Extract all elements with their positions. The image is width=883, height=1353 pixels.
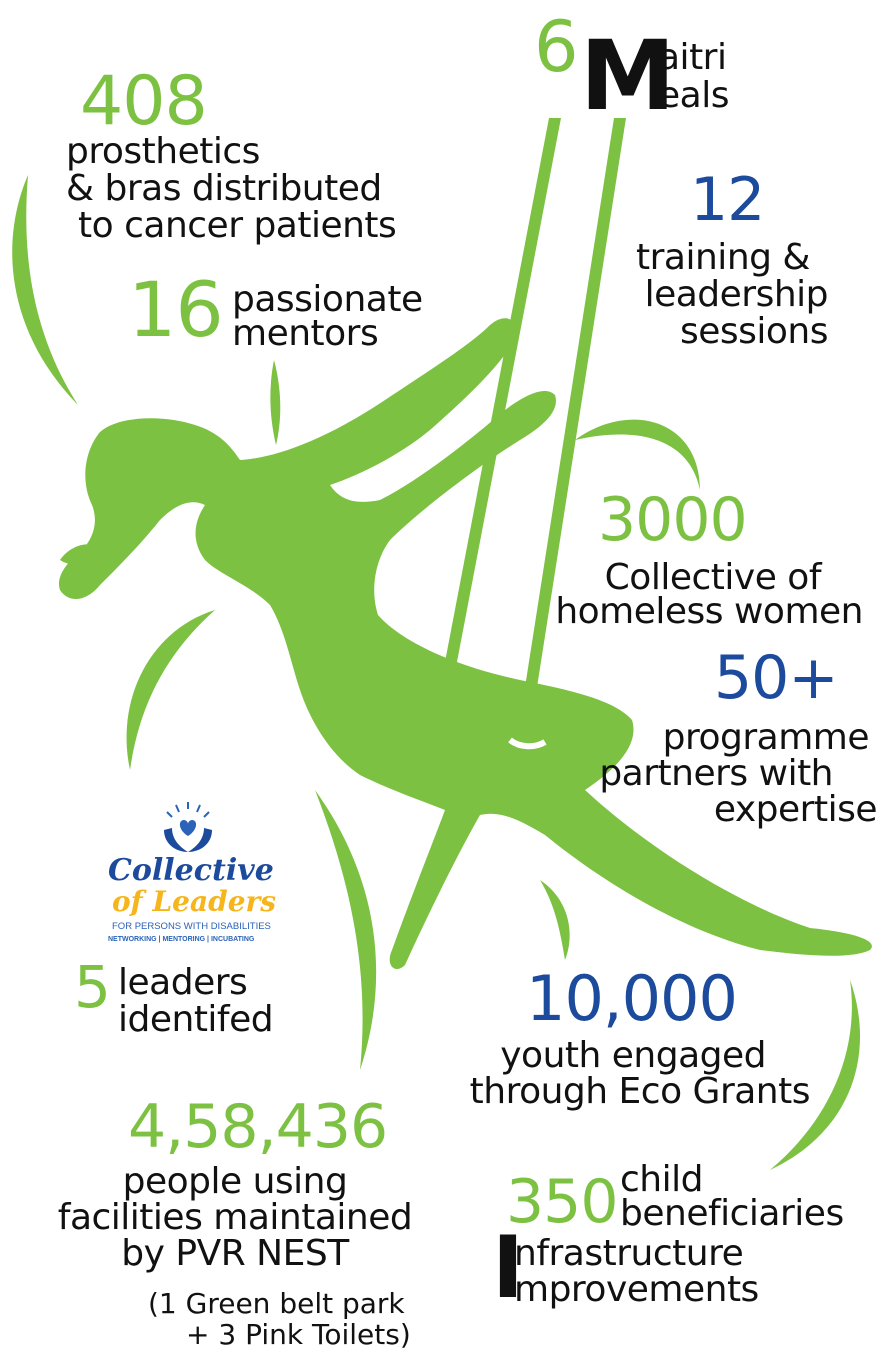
arc-mid-bottom [540,880,570,960]
stat-prosthetics-number: 408 [80,62,208,141]
hands-heart-icon [164,802,212,852]
stat-maitri-number: 6 [534,6,579,88]
stat-people-line3: by PVR NEST [121,1233,349,1274]
stat-youth-number: 10,000 [526,962,738,1035]
stat-people-note2: + 3 Pink Toilets) [186,1318,411,1351]
stat-training-line1: training & [636,237,810,278]
woman-silhouette [59,318,872,970]
stat-partners-line2: partners with [599,753,833,794]
stat-leaders-line1: leaders [118,962,248,1003]
stat-prosthetics-line1: prosthetics [66,131,260,172]
logo-tagline: FOR PERSONS WITH DISABILITIES [112,921,271,932]
swing-rope-1 [440,118,561,688]
stat-prosthetics-line3: to cancer patients [78,205,397,246]
swing-rope-2 [523,118,626,700]
stat-collective-line1: Collective of [604,557,822,598]
arc-mentor-tick [270,360,281,445]
stat-partners-number: 50+ [714,643,839,713]
stat-partners-line1: programme [662,717,870,758]
stat-youth-line2: through Eco Grants [469,1071,811,1112]
stat-training-line2: leadership [644,274,829,315]
stat-people-line1: people using [122,1161,348,1202]
stat-people-line2: facilities maintained [57,1197,413,1238]
stat-mentors-line2: mentors [232,313,379,354]
logo-line2: of Leaders [112,885,277,918]
stat-training-number: 12 [690,165,765,235]
logo-line1: Collective [108,853,274,888]
stat-partners-line3: expertise [713,789,878,830]
stat-collective-line2: homeless women [555,591,863,632]
stat-prosthetics-line2: & bras distributed [66,168,382,209]
stat-people-number: 4,58,436 [128,1092,388,1162]
stat-infrastructure-line2: mprovements [514,1269,759,1310]
hand-gap [508,737,547,750]
arc-right-bottom [770,980,861,1170]
arc-left-mid [126,610,215,770]
stat-maitri-line1: aitri [658,37,727,78]
arc-right-mid [575,419,700,490]
stat-infrastructure-big-letter: I [492,1218,524,1318]
hair-detail [60,544,100,565]
logo-subtagline: NETWORKING | MENTORING | INCUBATING [108,936,255,943]
arc-left-top [12,175,79,405]
stat-mentors-number: 16 [128,265,224,354]
stat-infrastructure-line1: nfrastructure [514,1233,744,1274]
stat-mentors-line1: passionate [232,279,423,320]
collective-of-leaders-logo: Collective of Leaders FOR PERSONS WITH D… [104,800,276,950]
stat-collective-number: 3000 [598,485,748,555]
arc-left-bottom [315,790,377,1070]
stat-child-number: 350 [506,1167,619,1237]
stat-child-line2: beneficiaries [620,1193,844,1234]
stat-people-note1: (1 Green belt park [148,1287,405,1320]
stat-child-line1: child [620,1159,703,1200]
stat-leaders-line2: identifed [118,999,274,1040]
stat-training-line3: sessions [679,311,829,352]
stat-maitri-line2: eals [658,75,729,116]
stat-youth-line1: youth engaged [500,1035,766,1076]
stat-leaders-number: 5 [74,953,111,1021]
stat-maitri-big-letter: M [580,20,676,132]
